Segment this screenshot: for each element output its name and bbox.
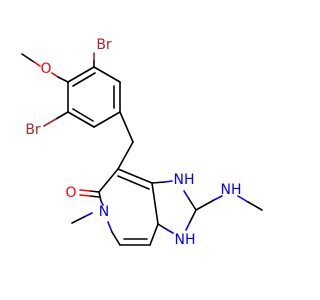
bond-ring-c5-c6-double (72, 108, 94, 122)
atom-br-left: Br (25, 122, 41, 138)
bond-c3a-nh-a (157, 223, 167, 230)
bond-nh-methyl-a (237, 195, 249, 203)
bond-carbonyl-n-a (98, 191, 102, 202)
bond-ch2-c8 (117, 141, 134, 170)
bond-nh-c2-lower-b (189, 209, 197, 223)
bond-c8-c9 (117, 168, 153, 184)
bond-methoxy-methyl-o (33, 61, 41, 67)
bond-n-ch-b (111, 231, 121, 246)
bond-carbonyl-o-double-b (79, 194, 91, 197)
bond-ring-c4-c5 (93, 111, 121, 128)
bond-nh-methyl-b (247, 201, 263, 211)
bond-n-ch-a (107, 221, 113, 233)
bond-n-methyl-a (83, 212, 93, 218)
bond-c6-br-a (55, 111, 69, 120)
bond-o-aryl-b (57, 76, 69, 83)
atom-nh-methylamino: NH (221, 182, 242, 198)
bonds (21, 52, 263, 246)
atom-br-top: Br (96, 37, 112, 53)
bond-c2-nh-methylamino-b (213, 195, 223, 201)
bond-methoxy-methyl (21, 53, 35, 63)
bond-nh-c2-upper-a (183, 190, 190, 200)
bond-ring-c1-c2 (67, 66, 95, 83)
canvas-background (0, 0, 300, 300)
bond-ring-c2-c3 (93, 66, 121, 83)
atom-nh-lower: NH (175, 232, 196, 248)
bond-c3a-c9 (151, 182, 159, 225)
bond-carbonyl-o-a (89, 190, 100, 193)
bond-o-aryl-a (51, 72, 59, 78)
bond-c8-c9-double (117, 175, 150, 190)
bond-c3a-nh-b (165, 228, 174, 234)
bond-ring-c5-c6 (67, 111, 95, 128)
bond-c2-nh-methylamino-a (195, 199, 215, 211)
bond-carbonyl-o-double-a (89, 195, 100, 198)
bond-c6-br-b (43, 118, 57, 127)
bond-carbonyl-n-b (100, 200, 104, 206)
bond-c9-nh-a (151, 181, 166, 184)
atom-o-methoxy: O (40, 61, 51, 77)
atom-nh-upper: NH (174, 172, 195, 188)
bond-nh-c2-lower-a (185, 221, 191, 231)
atom-labels: Br O Br O N NH NH NH (25, 37, 241, 248)
bond-ring-c1-c2-double (72, 72, 96, 87)
bond-c8-carbonyl (98, 168, 119, 193)
atom-o-carbonyl: O (65, 185, 76, 201)
bond-carbonyl-o-b (79, 189, 91, 192)
bond-ch-c3a (149, 223, 159, 246)
atom-n-ring: N (99, 204, 109, 220)
bond-aryl-ch2 (119, 111, 134, 143)
bond-n-methyl-b (71, 216, 85, 224)
bond-c9-nh-b (164, 180, 173, 183)
molecule-structure-diagram: Br O Br O N NH NH NH (0, 0, 300, 300)
bond-nh-c2-upper-b (188, 198, 197, 211)
